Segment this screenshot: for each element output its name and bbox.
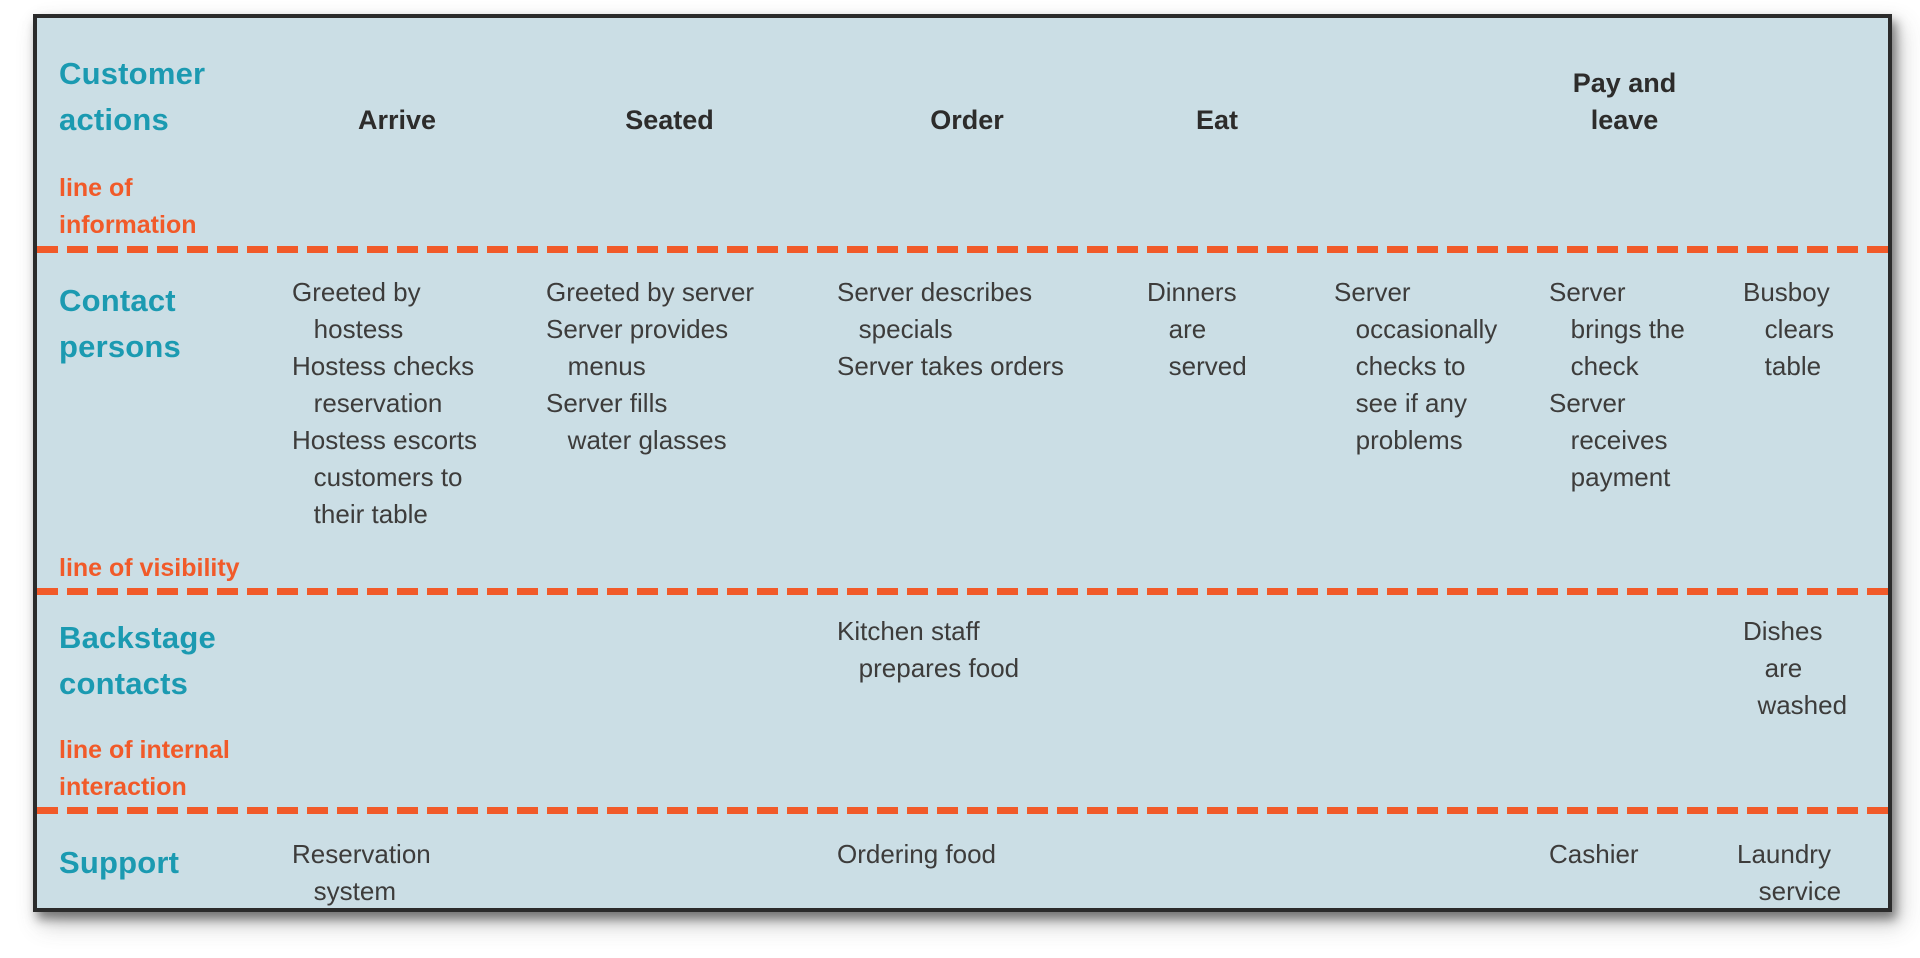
row-label-support: Support xyxy=(59,845,180,880)
line-of-information-label: line of information xyxy=(59,174,197,239)
column-header-arrive: Arrive xyxy=(357,105,437,135)
service-blueprint-panel: Customer actions Contact persons Backsta… xyxy=(33,14,1892,912)
line-of-visibility-divider xyxy=(37,588,1888,595)
support-pay-and-leave-cell: Cashier xyxy=(1549,839,1639,869)
line-of-visibility-label: line of visibility xyxy=(59,554,240,582)
contact-persons-arrive-cell: Greeted by hostess Hostess checks reserv… xyxy=(292,277,477,529)
row-label-contact-persons: Contact persons xyxy=(59,283,181,364)
column-header-pay-and-leave: Pay and leave xyxy=(1572,68,1677,135)
column-header-seated: Seated xyxy=(625,105,714,135)
row-label-backstage-contacts: Backstage contacts xyxy=(59,620,216,701)
line-of-internal-interaction-label: line of internal interaction xyxy=(59,736,230,801)
line-of-internal-interaction-divider xyxy=(37,807,1888,814)
contact-persons-during-meal-cell: Server occasionally checks to see if any… xyxy=(1334,277,1498,455)
backstage-after-meal-cell: Dishes are washed xyxy=(1743,616,1848,720)
contact-persons-pay-and-leave-cell: Server brings the check Server receives … xyxy=(1549,277,1685,492)
contact-persons-eat-cell: Dinners are served xyxy=(1147,277,1247,381)
row-label-customer-actions: Customer actions xyxy=(59,56,206,137)
contact-persons-order-cell: Server describes specials Server takes o… xyxy=(837,277,1064,381)
contact-persons-after-meal-cell: Busboy clears table xyxy=(1743,277,1835,381)
line-of-information-divider xyxy=(37,246,1888,253)
column-header-eat: Eat xyxy=(1195,105,1239,135)
support-arrive-cell: Reservation system xyxy=(292,839,431,906)
support-order-cell: Ordering food xyxy=(837,839,996,869)
backstage-order-cell: Kitchen staff prepares food xyxy=(837,616,1020,683)
contact-persons-seated-cell: Greeted by server Server provides menus … xyxy=(546,277,755,455)
support-after-meal-cell: Laundry service xyxy=(1737,839,1842,906)
column-header-order: Order xyxy=(930,105,1004,135)
